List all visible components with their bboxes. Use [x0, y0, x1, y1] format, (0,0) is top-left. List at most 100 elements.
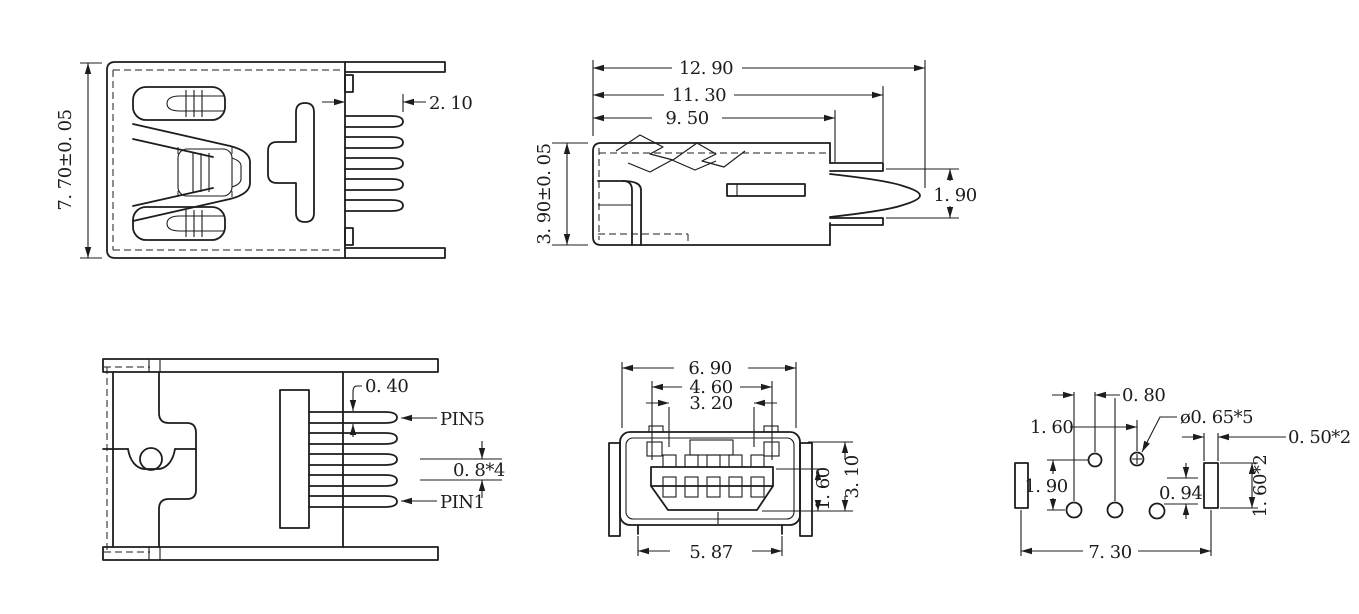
- bottom-view: 0. 40 PIN5 0. 8*4 PIN1: [102, 358, 505, 561]
- ref-line: [1164, 477, 1198, 505]
- rivet-hole: [139, 447, 163, 471]
- front-face-view: 6. 90 4. 60 3. 20 1. 60 3. 10 5. 87: [608, 358, 863, 563]
- lower-flange: [829, 217, 884, 226]
- dim-cavity-width-label: 4. 60: [689, 377, 732, 398]
- latch-cutout: [132, 86, 226, 121]
- dim-tongue-height-label: 1. 60: [813, 467, 834, 510]
- leader-elbow: [352, 385, 362, 393]
- bottom-tab: [637, 524, 783, 535]
- ext-line: [668, 407, 755, 447]
- spring-arm-inner: [132, 138, 214, 158]
- ext-line: [651, 381, 773, 460]
- crimp-tick: [185, 210, 203, 237]
- ref-line: [420, 458, 502, 481]
- step-profile: [158, 371, 197, 548]
- tongue-chamfer: [650, 485, 774, 511]
- spring-arm: [132, 123, 251, 222]
- dim-hole-pitch-label: 1. 60: [1030, 417, 1073, 438]
- contact: [684, 476, 699, 498]
- pin: [344, 178, 404, 191]
- dim-pin-pitch-label: 0. 8*4: [453, 460, 505, 481]
- dim-contact-span-label: 3. 20: [689, 393, 732, 414]
- hidden-line: [177, 147, 233, 197]
- top-tab: [648, 425, 664, 433]
- board-lock-bar: [102, 358, 439, 373]
- board-lock-bar: [102, 546, 439, 561]
- crimp-tick: [192, 153, 210, 192]
- mount-leg: [799, 442, 813, 537]
- flange-tab: [344, 227, 354, 246]
- ext-line: [621, 362, 797, 428]
- dim-tip-height-label: 1. 90: [933, 185, 976, 206]
- bend-detail: [597, 180, 633, 246]
- ext-line: [762, 441, 853, 512]
- dim-pad-width-label: 0. 50*2: [1288, 427, 1351, 448]
- pin: [344, 199, 404, 212]
- contact: [750, 454, 765, 468]
- t-cutout: [267, 102, 315, 223]
- ext-line: [1203, 433, 1219, 461]
- crimp-tick: [185, 90, 203, 117]
- spring-bend: [231, 157, 242, 188]
- side-slot: [726, 183, 806, 197]
- body-outline: [592, 142, 831, 246]
- dim-offset-label: 0. 94: [1159, 483, 1202, 504]
- solder-hole: [1129, 451, 1145, 467]
- pin: [344, 115, 404, 128]
- side-view: 12. 90 11. 30 9. 50 3. 90±0. 05 1. 90: [534, 58, 977, 246]
- dim-pin-length-label: 2. 10: [429, 93, 472, 114]
- dim-height-label: 3. 90±0. 05: [534, 143, 555, 244]
- ext-line: [80, 62, 102, 259]
- ext-line: [1073, 392, 1138, 501]
- upper-flange: [829, 162, 884, 172]
- latch-inner: [166, 215, 225, 232]
- latch-window: [646, 441, 663, 457]
- dim-total-length-label: 12. 90: [679, 58, 733, 79]
- pin: [308, 495, 398, 508]
- shell-outline: [106, 61, 346, 259]
- hole-cross: [1132, 454, 1142, 464]
- hidden-line: [598, 233, 689, 244]
- footprint-view: 0. 80 1. 60 ø0. 65*5 0. 50*2 1. 90 0. 94…: [1014, 385, 1351, 563]
- ext-line: [552, 142, 588, 246]
- bottom-flange: [344, 247, 446, 259]
- contact: [750, 476, 765, 498]
- top-tab: [763, 425, 779, 433]
- contact: [684, 454, 699, 468]
- solder-hole: [1065, 501, 1083, 519]
- dim-body-length-label: 9. 50: [665, 108, 708, 129]
- dim-pad-span-label: 7. 30: [1088, 542, 1131, 563]
- dim-shell-width-label: 6. 90: [688, 358, 731, 379]
- bend-detail: [622, 180, 642, 246]
- hidden-line: [104, 366, 150, 553]
- pin: [344, 157, 404, 170]
- contact-beak: [829, 173, 921, 218]
- pin1-label: PIN1: [440, 492, 484, 513]
- mount-leg: [608, 442, 621, 537]
- solder-hole: [1106, 501, 1124, 519]
- break-zigzag: [615, 134, 746, 168]
- top-slot: [689, 439, 734, 456]
- pin5-label: PIN5: [440, 409, 484, 430]
- pin: [308, 453, 398, 466]
- contact: [662, 454, 677, 468]
- dim-hole-diameter-label: ø0. 65*5: [1180, 407, 1253, 428]
- contact: [728, 476, 743, 498]
- mount-pad: [1014, 462, 1029, 509]
- insulator-block: [279, 389, 310, 529]
- spring-arm-inner: [132, 187, 214, 207]
- pin: [308, 411, 398, 424]
- mount-pad: [1203, 462, 1219, 509]
- break-zigzag: [627, 159, 717, 173]
- top-flange: [344, 61, 446, 73]
- contact: [728, 454, 743, 468]
- latch-cutout: [132, 206, 226, 241]
- leader-line: [1141, 416, 1177, 453]
- pin: [308, 474, 398, 487]
- dim-cavity-height-label: 3. 10: [842, 455, 863, 498]
- solder-hole: [1087, 452, 1103, 468]
- contact: [706, 454, 721, 468]
- dim-pad-height-label: 1. 60*2: [1250, 455, 1271, 518]
